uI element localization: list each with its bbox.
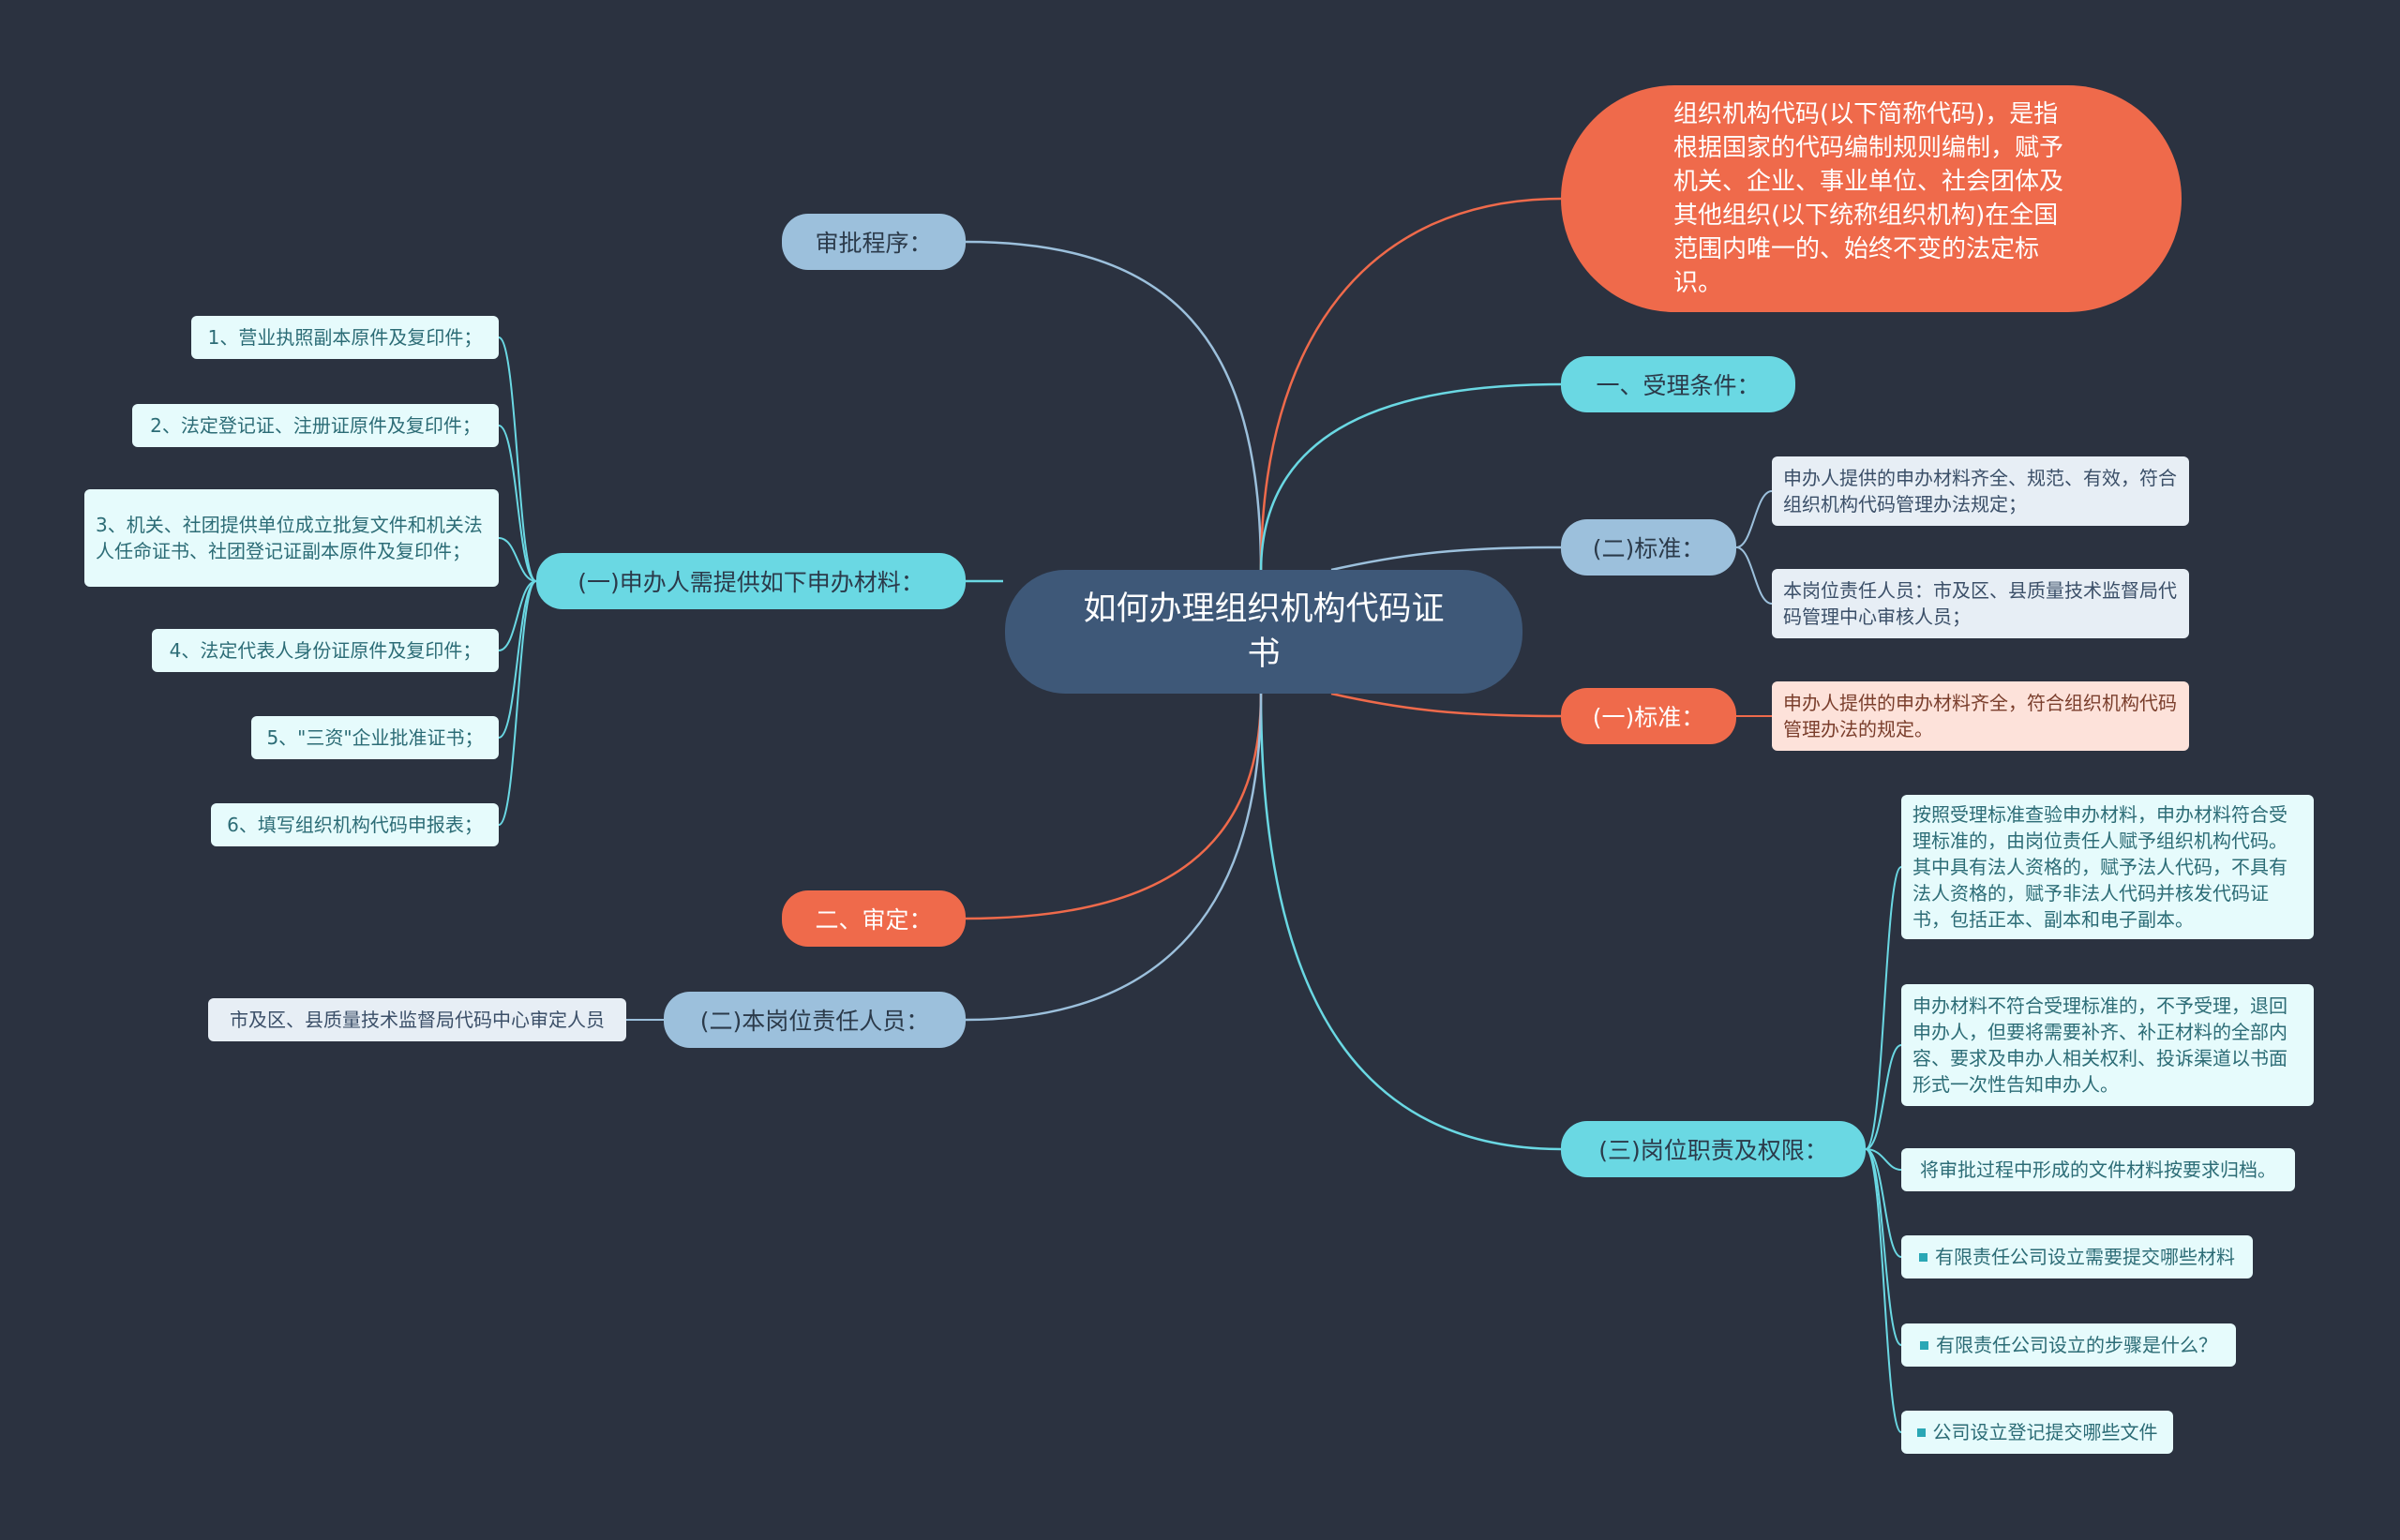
branch-label: (三)岗位职责及权限： (1598, 1137, 1828, 1164)
leaf-text: 将审批过程中形成的文件材料按要求归档。 (1920, 1159, 2276, 1181)
link-text: 有限责任公司设立需要提交哪些材料 (1935, 1246, 2235, 1268)
leaf-text: 6、填写组织机构代码申报表； (227, 814, 483, 836)
leaf-text: 按照受理标准查验申办材料，申办材料符合受理标准的，由岗位责任人赋予组织机构代码。… (1912, 803, 2288, 931)
branch-post-staff[interactable]: (二)本岗位责任人员： (664, 992, 966, 1048)
leaf-text: 1、营业执照副本原件及复印件； (207, 326, 483, 349)
link-standard-one (1330, 692, 1562, 718)
standard-two-item[interactable]: 本岗位责任人员：市及区、县质量技术监督局代码管理中心审核人员； (1772, 569, 2189, 638)
leaf-text: 2、法定登记证、注册证原件及复印件； (150, 414, 481, 437)
branch-label: (一)标准： (1592, 704, 1705, 731)
leaf-text: 本岗位责任人员：市及区、县质量技术监督局代码管理中心审核人员； (1783, 579, 2177, 628)
branch-label: (一)申办人需提供如下申办材料： (578, 569, 924, 596)
link-text: 公司设立登记提交哪些文件 (1932, 1421, 2158, 1443)
materials-item[interactable]: 4、法定代表人身份证原件及复印件； (152, 629, 499, 672)
leaf-text: 申办人提供的申办材料齐全、规范、有效，符合组织机构代码管理办法规定； (1783, 467, 2177, 516)
link-approval (965, 240, 1263, 573)
branch-review[interactable]: 二、审定： (782, 890, 966, 947)
materials-item[interactable]: 1、营业执照副本原件及复印件； (191, 316, 499, 359)
duties-item[interactable]: 申办材料不符合受理标准的，不予受理，退回申办人，但要将需要补齐、补正材料的全部内… (1901, 984, 2314, 1106)
leaf-text: 3、机关、社团提供单位成立批复文件和机关法人任命证书、社团登记证副本原件及复印件… (96, 514, 483, 562)
leaf-text: 申办人提供的申办材料齐全，符合组织机构代码管理办法的规定。 (1783, 692, 2177, 740)
branch-materials[interactable]: (一)申办人需提供如下申办材料： (536, 553, 966, 609)
related-link[interactable]: 公司设立登记提交哪些文件 (1901, 1411, 2173, 1454)
standard-two-item[interactable]: 申办人提供的申办材料齐全、规范、有效，符合组织机构代码管理办法规定； (1772, 456, 2189, 526)
branch-approval-procedure[interactable]: 审批程序： (782, 214, 966, 270)
root-topic[interactable]: 如何办理组织机构代码证书 (1005, 570, 1522, 694)
link-acceptance (1259, 382, 1562, 573)
materials-item[interactable]: 3、机关、社团提供单位成立批复文件和机关法人任命证书、社团登记证副本原件及复印件… (84, 489, 499, 587)
standard-one-item[interactable]: 申办人提供的申办材料齐全，符合组织机构代码管理办法的规定。 (1772, 681, 2189, 751)
branch-label: 二、审定： (815, 906, 933, 934)
branch-label: (二)本岗位责任人员： (699, 1008, 930, 1035)
branch-label: 一、受理条件： (1596, 372, 1761, 399)
link-post-staff (965, 693, 1263, 1022)
branch-label: 审批程序： (815, 230, 933, 257)
branch-standard-one[interactable]: (一)标准： (1561, 688, 1736, 744)
related-link[interactable]: 有限责任公司设立需要提交哪些材料 (1901, 1235, 2253, 1278)
bullet-square-icon (1919, 1252, 1928, 1262)
link-definition (1259, 197, 1562, 573)
related-link[interactable]: 有限责任公司设立的步骤是什么？ (1901, 1323, 2236, 1367)
materials-item[interactable]: 5、"三资"企业批准证书； (251, 716, 499, 759)
branch-acceptance-conditions[interactable]: 一、受理条件： (1561, 356, 1795, 412)
link-duties (1259, 693, 1562, 1151)
link-text: 有限责任公司设立的步骤是什么？ (1936, 1334, 2217, 1356)
post-staff-item[interactable]: 市及区、县质量技术监督局代码中心审定人员 (208, 998, 626, 1041)
duties-item[interactable]: 按照受理标准查验申办材料，申办材料符合受理标准的，由岗位责任人赋予组织机构代码。… (1901, 795, 2314, 939)
materials-item[interactable]: 2、法定登记证、注册证原件及复印件； (132, 404, 499, 447)
leaf-text: 市及区、县质量技术监督局代码中心审定人员 (230, 1009, 605, 1031)
duties-item[interactable]: 将审批过程中形成的文件材料按要求归档。 (1901, 1148, 2295, 1191)
materials-item[interactable]: 6、填写组织机构代码申报表； (211, 803, 499, 846)
definition-node[interactable]: 组织机构代码(以下简称代码)，是指根据国家的代码编制规则编制，赋予机关、企业、事… (1561, 85, 2182, 312)
branch-label: (二)标准： (1592, 535, 1705, 562)
bullet-square-icon (1916, 1428, 1926, 1437)
definition-text: 组织机构代码(以下简称代码)，是指根据国家的代码编制规则编制，赋予机关、企业、事… (1673, 100, 2064, 297)
leaf-text: 申办材料不符合受理标准的，不予受理，退回申办人，但要将需要补齐、补正材料的全部内… (1912, 994, 2288, 1096)
bullet-square-icon (1920, 1340, 1928, 1350)
branch-standard-two[interactable]: (二)标准： (1561, 519, 1736, 576)
link-standard-two (1330, 546, 1562, 572)
link-review (965, 693, 1263, 920)
leaf-text: 5、"三资"企业批准证书； (266, 726, 484, 749)
leaf-text: 4、法定代表人身份证原件及复印件； (169, 639, 482, 662)
branch-duties-rights[interactable]: (三)岗位职责及权限： (1561, 1121, 1866, 1177)
root-topic-label: 如何办理组织机构代码证书 (1083, 591, 1445, 673)
